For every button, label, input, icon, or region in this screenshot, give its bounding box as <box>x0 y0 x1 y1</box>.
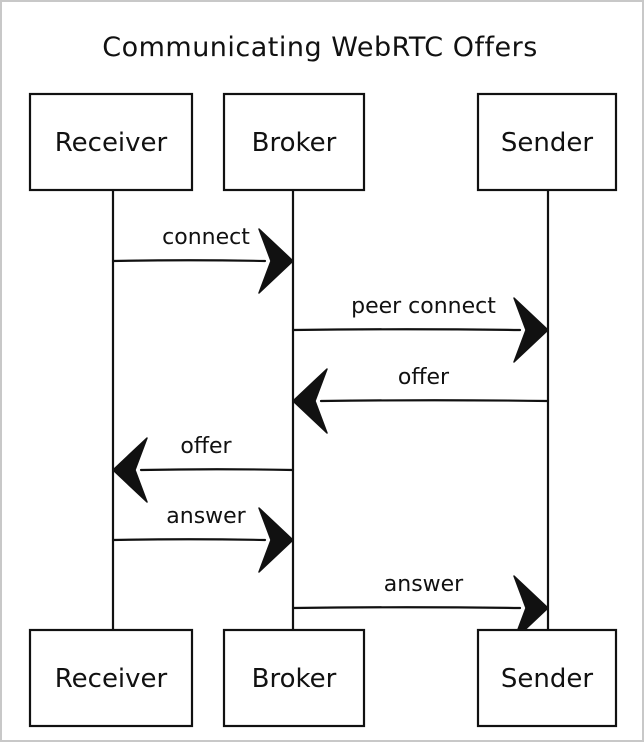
message-4: offer <box>112 434 295 503</box>
actor-bottom-broker-box <box>222 628 366 728</box>
message-6: answer <box>291 572 549 641</box>
message-3-label: offer <box>398 365 450 390</box>
actor-bottom-receiver-box <box>28 628 194 728</box>
message-5-arrowhead <box>258 507 294 573</box>
actor-top-broker-box <box>222 92 366 192</box>
actor-top-receiver: Receiver <box>28 92 194 192</box>
message-1-line <box>111 259 267 263</box>
actors-bottom: Receiver Broker Sender <box>28 628 618 728</box>
lifelines <box>111 188 550 632</box>
actor-top-sender: Sender <box>476 92 618 192</box>
actors-top: Receiver Broker Sender <box>28 92 618 192</box>
message-4-arrowhead <box>112 437 148 503</box>
message-3-line <box>319 399 550 403</box>
actor-top-receiver-label: Receiver <box>55 128 168 158</box>
message-5-label: answer <box>166 504 246 529</box>
message-1: connect <box>111 225 294 294</box>
diagram-title: Communicating WebRTC Offers <box>102 32 538 63</box>
message-4-label: offer <box>180 434 232 459</box>
message-5: answer <box>111 504 294 573</box>
actor-top-receiver-box <box>28 92 194 192</box>
message-4-line <box>139 468 295 472</box>
messages: connect peer connect offer offer answer answe… <box>111 225 550 641</box>
actor-bottom-receiver-label: Receiver <box>55 664 168 694</box>
message-5-line <box>111 538 267 542</box>
message-6-line <box>291 606 522 610</box>
message-2-line <box>291 328 522 332</box>
message-1-arrowhead <box>258 228 294 294</box>
actor-top-broker-label: Broker <box>252 128 337 158</box>
message-2-label: peer connect <box>351 294 496 319</box>
message-1-label: connect <box>162 225 250 250</box>
actor-bottom-sender: Sender <box>476 628 618 728</box>
message-3: offer <box>292 365 550 434</box>
message-2-arrowhead <box>513 297 549 363</box>
actor-top-sender-label: Sender <box>501 128 593 158</box>
message-6-label: answer <box>384 572 464 597</box>
actor-bottom-sender-label: Sender <box>501 664 593 694</box>
message-2: peer connect <box>291 294 549 363</box>
actor-bottom-broker: Broker <box>222 628 366 728</box>
actor-top-sender-box <box>476 92 618 192</box>
message-3-arrowhead <box>292 368 328 434</box>
actor-top-broker: Broker <box>222 92 366 192</box>
actor-bottom-receiver: Receiver <box>28 628 194 728</box>
actor-bottom-sender-box <box>476 628 618 728</box>
actor-bottom-broker-label: Broker <box>252 664 337 694</box>
